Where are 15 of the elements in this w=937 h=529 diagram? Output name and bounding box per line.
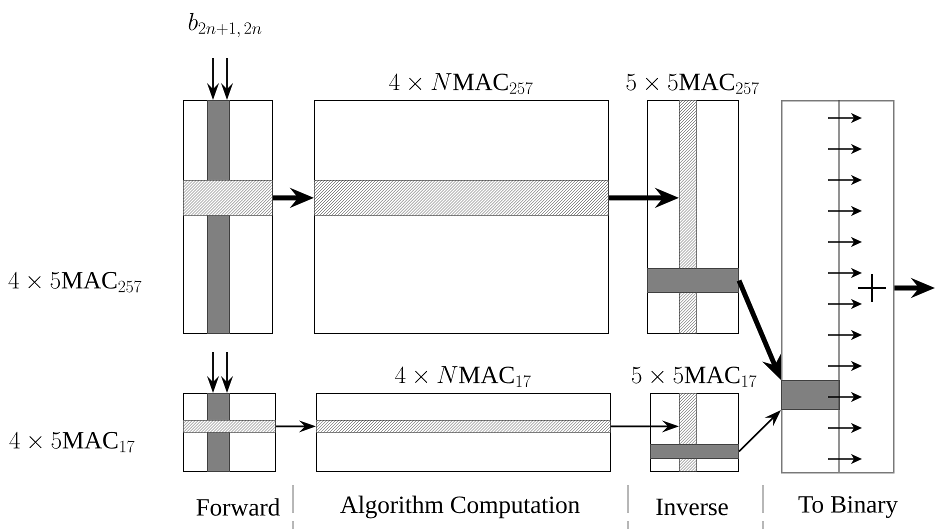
block-heading: $4 \times N\mathrm{MAC}_{257}$ (389, 73, 533, 94)
shaded-bar (650, 444, 739, 459)
shaded-bar (647, 268, 739, 293)
section-label: Algorithm Computation (340, 496, 580, 518)
row-label: $4 \times 5\mathrm{MAC}_{257}$ (8, 272, 142, 292)
block-heading: $4 \times N\mathrm{MAC}_{17}$ (395, 366, 531, 388)
section-label: Inverse (656, 498, 728, 516)
section-label: To Binary (798, 496, 898, 518)
signal-label: $b_{2n+1,\,2n}$ (188, 12, 262, 38)
matrix-box (781, 100, 894, 474)
shaded-bar (781, 380, 840, 410)
block-heading: $5 \times 5\mathrm{MAC}_{17}$ (632, 366, 756, 388)
section-label: Forward (196, 498, 280, 516)
block-heading: $5 \times 5\mathrm{MAC}_{257}$ (626, 74, 759, 94)
row-label: $4 \times 5\mathrm{MAC}_{17}$ (9, 432, 134, 452)
